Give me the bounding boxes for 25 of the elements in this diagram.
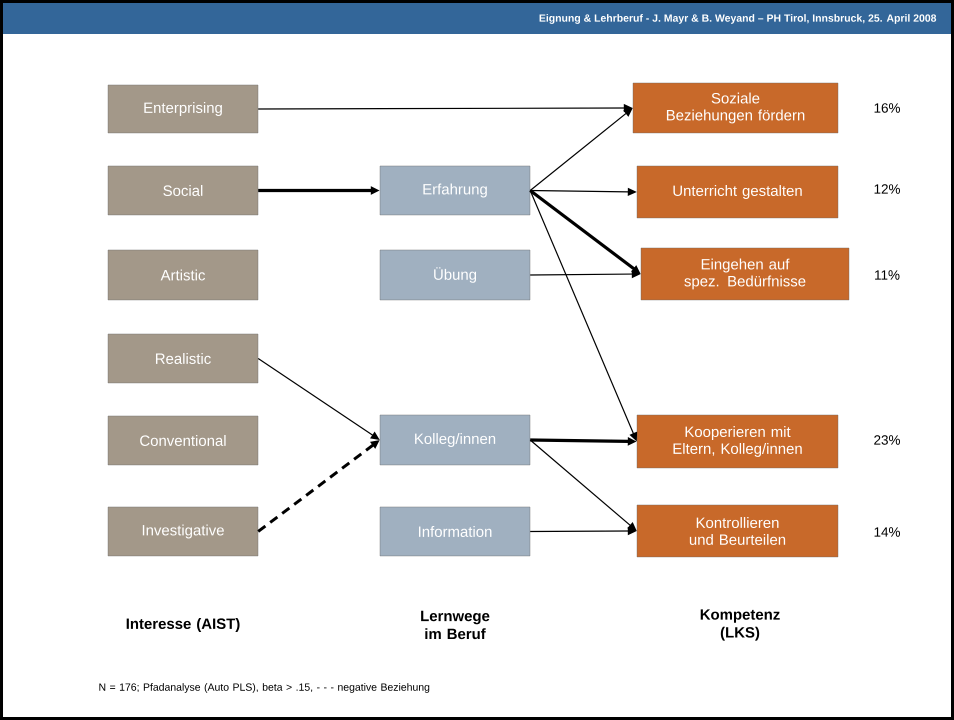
competence-box: Kontrollieren und Beurteilen <box>636 504 838 558</box>
header-band: Eignung & Lehrberuf - J. Mayr & B. Weyand – PH Tirol, Innsbruck, 25. April 2008 <box>3 3 951 34</box>
column-heading: Interesse (AIST) <box>126 618 240 632</box>
interest-box: Enterprising <box>108 84 258 134</box>
learning-box: Erfahrung <box>380 166 530 216</box>
percentage: 16% <box>874 103 900 113</box>
percentage: 11% <box>875 270 900 280</box>
competence-box: Unterricht gestalten <box>636 166 838 218</box>
learning-box: Information <box>380 506 530 556</box>
competence-box: Kooperieren mit Eltern, Kolleg/innen <box>636 414 838 468</box>
learning-box: Übung <box>380 250 530 300</box>
competence-box: Eingehen auf spez. Bedürfnisse <box>640 248 850 300</box>
interest-box: Realistic <box>108 334 258 384</box>
competence-box: Soziale Beziehungen fördern <box>632 82 838 134</box>
interest-box: Social <box>108 166 258 216</box>
percentage: 12% <box>874 184 900 194</box>
interest-box: Conventional <box>108 416 258 466</box>
interest-box: Artistic <box>108 250 258 300</box>
interest-box: Investigative <box>108 506 258 556</box>
percentage: 14% <box>874 527 900 537</box>
footnote: N = 176; Pfadanalyse (Auto PLS), beta > .15, - - - negative Beziehung <box>99 683 430 693</box>
percentage: 23% <box>874 435 900 445</box>
column-heading: Lernwege im Beruf <box>421 610 490 640</box>
column-heading: Kompetenz (LKS) <box>700 609 780 641</box>
learning-box: Kolleg/innen <box>380 414 530 466</box>
